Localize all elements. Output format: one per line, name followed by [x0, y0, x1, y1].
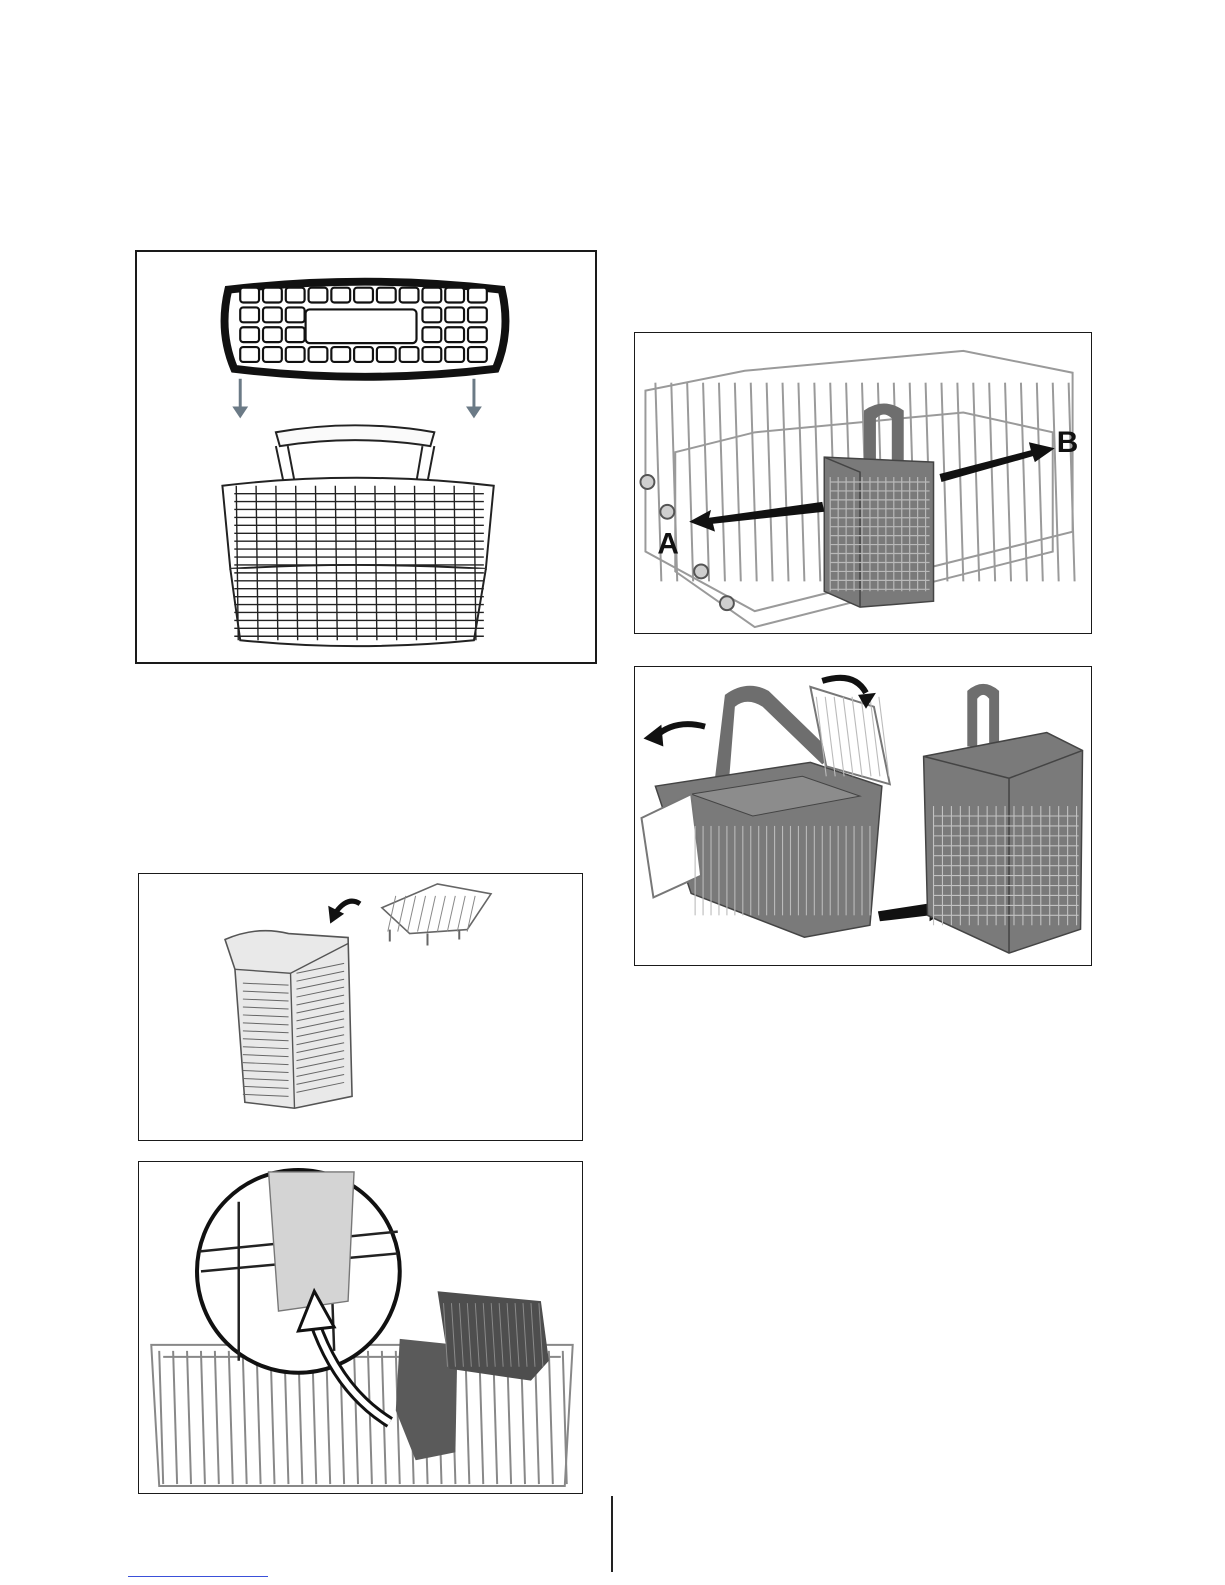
magnifier-circle — [197, 1170, 400, 1373]
callout-a: A — [657, 528, 679, 561]
basket-lid-grid — [225, 282, 506, 377]
arrow-a — [689, 502, 824, 532]
cutlery-basket-outline — [222, 425, 493, 646]
rack-placement-illustration: A B — [635, 333, 1091, 633]
dark-basket-inserted — [396, 1291, 549, 1460]
figure-rack-placement: A B — [634, 332, 1092, 634]
slim-basket — [225, 931, 352, 1109]
rack-detail-illustration — [139, 1162, 582, 1493]
detached-lid — [382, 884, 491, 946]
footer-link-underline — [128, 1576, 268, 1577]
curved-arrow-detach — [328, 901, 360, 923]
curved-arrow-left — [643, 724, 705, 746]
figure-lid-detach — [138, 873, 583, 1141]
callout-b: B — [1057, 426, 1079, 459]
lid-detach-illustration — [139, 874, 582, 1140]
down-arrow-left — [232, 379, 248, 419]
rack-wheels — [640, 475, 733, 610]
arrow-b — [939, 442, 1054, 482]
figure-rack-detail — [138, 1161, 583, 1494]
page-divider — [611, 1496, 613, 1572]
basket-closed-result — [924, 684, 1083, 953]
figure-lids-fold — [634, 666, 1092, 966]
lids-fold-illustration — [635, 667, 1091, 965]
figure-lid-insert — [135, 250, 597, 664]
down-arrow-right — [466, 379, 482, 419]
lid-insert-illustration — [137, 252, 595, 662]
